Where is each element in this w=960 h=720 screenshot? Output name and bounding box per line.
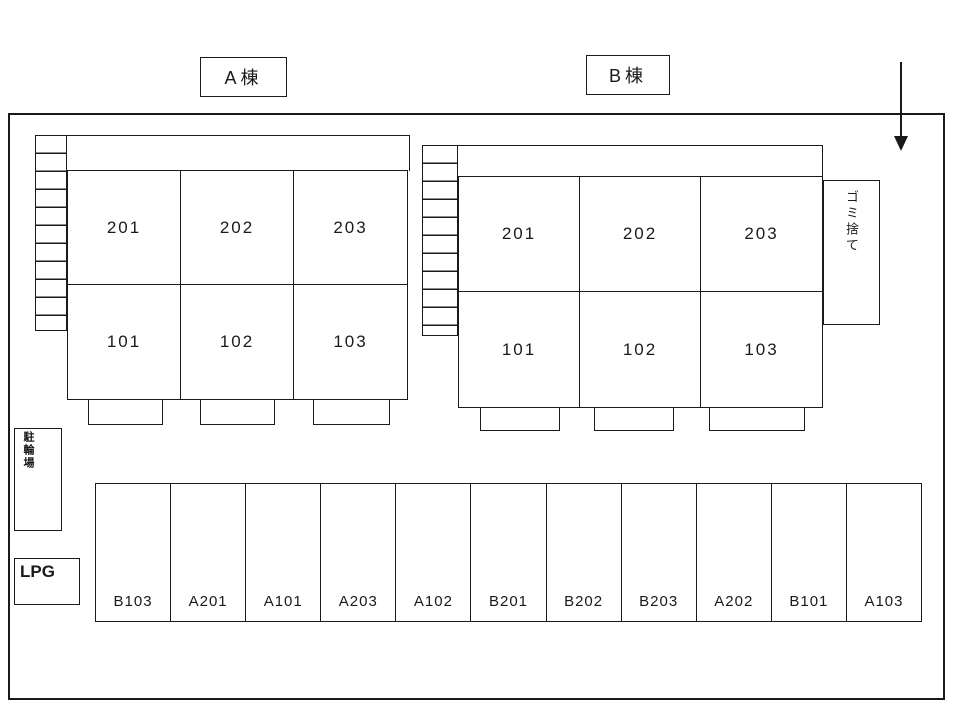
- building-b-porch: [709, 408, 805, 431]
- garbage-area: ゴミ捨て: [823, 180, 880, 325]
- unit-cell: 202: [181, 171, 294, 285]
- lpg-box: LPG: [14, 558, 80, 605]
- unit-label: 101: [106, 332, 142, 351]
- building-a-porch: [313, 400, 390, 425]
- building-b-porch: [480, 408, 560, 431]
- building-a-porch: [200, 400, 275, 425]
- unit-label: 202: [219, 217, 255, 237]
- parking-space-label: A101: [263, 593, 303, 610]
- parking-space: B203: [622, 484, 697, 621]
- unit-cell: 102: [580, 292, 701, 407]
- unit-label: 203: [744, 224, 779, 243]
- unit-label: 203: [333, 217, 368, 237]
- building-a-label: A棟: [224, 68, 263, 88]
- parking-space: A201: [171, 484, 247, 621]
- parking-space: B202: [547, 484, 622, 621]
- building-a-walkway: [66, 135, 410, 171]
- parking-space: A203: [321, 484, 397, 621]
- unit-cell: 103: [701, 292, 822, 407]
- unit-cell: 101: [68, 285, 181, 399]
- unit-label: 103: [744, 339, 779, 359]
- parking-space-label: B201: [488, 593, 529, 610]
- parking-space-label: B203: [639, 593, 679, 610]
- unit-label: 201: [106, 217, 142, 237]
- arrow-line: [900, 62, 902, 138]
- parking-space: A202: [697, 484, 772, 621]
- unit-label: 102: [219, 332, 255, 351]
- parking-space: A103: [847, 484, 921, 621]
- building-b-unit-grid: 201 202 203 101 102 103: [458, 176, 823, 408]
- parking-space-label: A103: [864, 593, 904, 610]
- parking-space: B103: [96, 484, 172, 621]
- bicycle-parking-label: 駐輪場: [22, 431, 34, 470]
- unit-cell: 202: [580, 177, 701, 292]
- unit-cell: 201: [68, 171, 181, 285]
- parking-space-label: A202: [714, 593, 754, 610]
- parking-space-label: B101: [789, 593, 829, 610]
- bicycle-parking-area: 駐輪場: [14, 428, 62, 531]
- parking-space: B201: [471, 484, 547, 621]
- parking-space-label: B103: [113, 593, 153, 610]
- building-b-label-box: B棟: [586, 55, 670, 95]
- unit-label: 101: [501, 339, 537, 359]
- unit-label: 201: [501, 224, 537, 243]
- unit-cell: 203: [701, 177, 822, 292]
- unit-cell: 103: [294, 285, 407, 399]
- site-boundary: [8, 113, 945, 700]
- parking-space-label: B202: [564, 593, 604, 610]
- unit-label: 103: [333, 332, 368, 351]
- parking-space: B101: [772, 484, 847, 621]
- unit-cell: 102: [181, 285, 294, 399]
- building-a-porch: [88, 400, 163, 425]
- building-a-stairs: [35, 135, 67, 331]
- building-b-walkway: [457, 145, 823, 177]
- unit-cell: 201: [459, 177, 580, 292]
- building-a-label-box: A棟: [200, 57, 287, 97]
- parking-space-label: A203: [338, 593, 378, 610]
- parking-space-label: A102: [413, 593, 453, 610]
- parking-space: A101: [246, 484, 322, 621]
- lpg-label: LPG: [20, 562, 55, 581]
- parking-space-label: A201: [188, 593, 228, 610]
- garbage-label: ゴミ捨て: [844, 190, 859, 254]
- building-b-stairs: [422, 145, 458, 336]
- unit-label: 102: [622, 339, 658, 359]
- building-a-unit-grid: 201 202 203 101 102 103: [67, 170, 408, 400]
- arrow-head: [894, 136, 908, 151]
- building-b-label: B棟: [608, 66, 647, 86]
- unit-cell: 203: [294, 171, 407, 285]
- unit-cell: 101: [459, 292, 580, 407]
- parking-space: A102: [396, 484, 472, 621]
- unit-label: 202: [622, 224, 658, 243]
- building-b-porch: [594, 408, 674, 431]
- parking-lot: B103 A201 A101 A203 A102 B201 B202 B203 …: [95, 483, 922, 622]
